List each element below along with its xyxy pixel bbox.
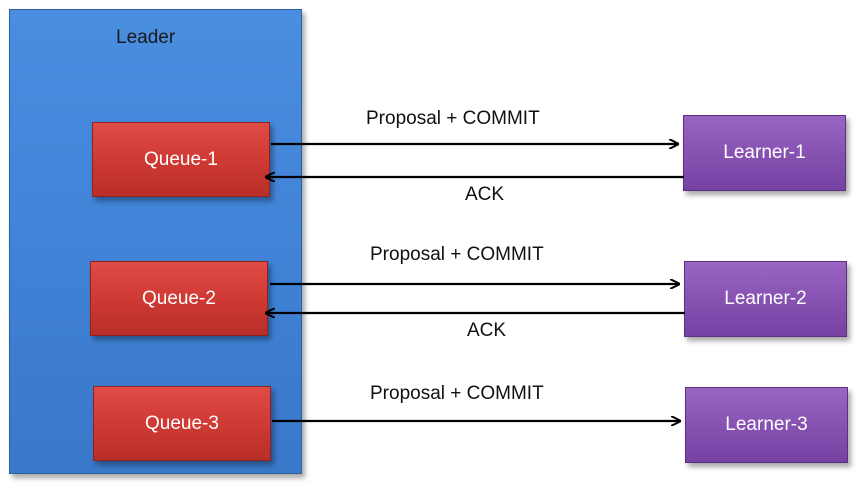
ack-label-2: ACK bbox=[467, 320, 507, 341]
queue-2-label: Queue-2 bbox=[142, 287, 216, 309]
learner-1-label: Learner-1 bbox=[723, 142, 806, 163]
proposal-commit-label-3: Proposal + COMMIT bbox=[370, 383, 544, 404]
queue-1-label: Queue-1 bbox=[144, 148, 218, 170]
learner-2-box: Learner-2 bbox=[684, 261, 847, 337]
queue-2-box: Queue-2 bbox=[90, 261, 268, 336]
ack-label-1: ACK bbox=[465, 184, 505, 205]
learner-1-box: Learner-1 bbox=[683, 115, 846, 191]
proposal-commit-label-2: Proposal + COMMIT bbox=[370, 244, 544, 265]
learner-2-label: Learner-2 bbox=[724, 288, 807, 309]
queue-1-box: Queue-1 bbox=[92, 122, 270, 197]
queue-3-box: Queue-3 bbox=[93, 386, 271, 461]
learner-3-box: Learner-3 bbox=[685, 387, 848, 463]
queue-3-label: Queue-3 bbox=[145, 412, 219, 434]
leader-label: Leader bbox=[116, 27, 176, 48]
learner-3-label: Learner-3 bbox=[725, 414, 808, 435]
proposal-commit-label-1: Proposal + COMMIT bbox=[366, 108, 540, 129]
